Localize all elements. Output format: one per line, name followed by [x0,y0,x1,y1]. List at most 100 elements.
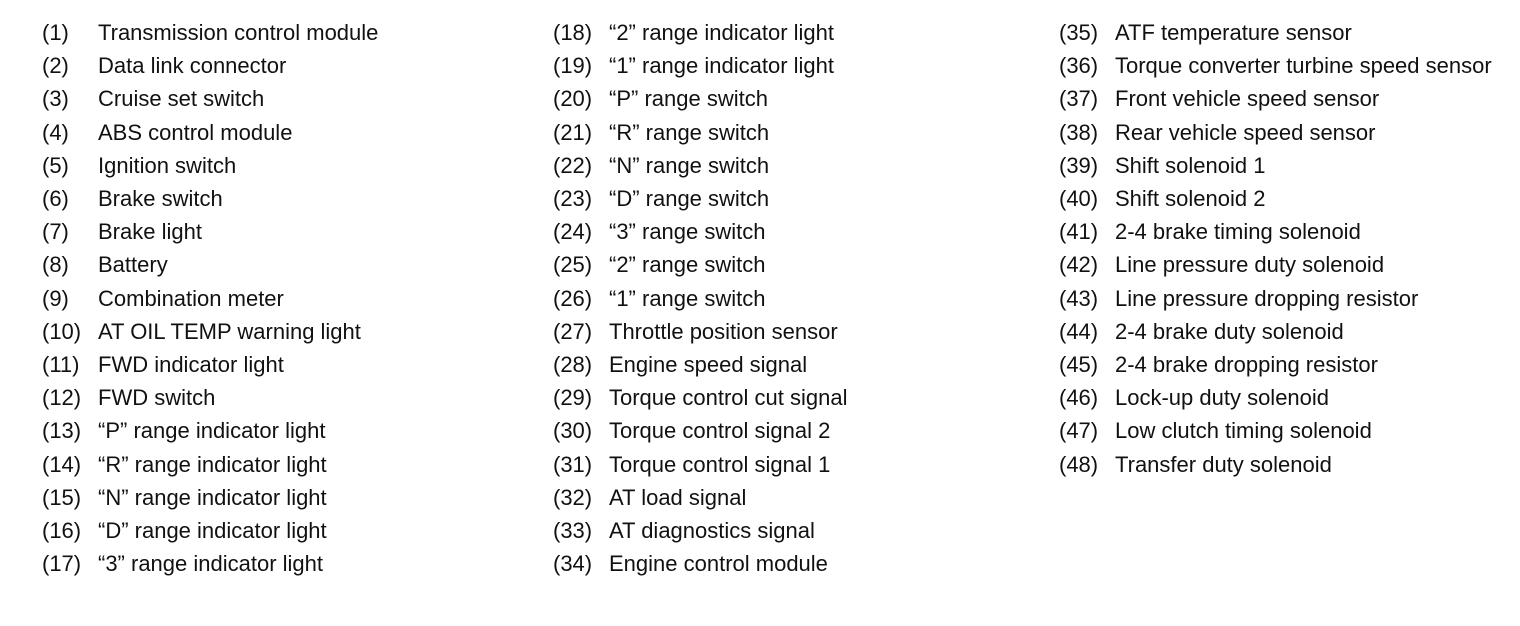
legend-item: (32) AT load signal [553,481,1053,514]
legend-item: (10)AT OIL TEMP warning light [42,315,542,348]
legend-item: (42) Line pressure duty solenoid [1059,248,1509,281]
legend-item: (35)ATF temperature sensor [1059,16,1509,49]
legend-item-number: (38) [1059,119,1099,145]
legend-item-number: (9) [42,285,69,311]
legend-item: (15)“N” range indicator light [42,481,542,514]
legend-item-label: Line pressure duty solenoid [1115,252,1385,278]
legend-item-label: Rear vehicle speed sensor [1115,119,1376,145]
legend-item-label: “2” range switch [609,252,766,278]
legend-item: (4) ABS control module [42,116,542,149]
legend-item: (8) Battery [42,248,542,281]
legend-item-label: Torque control signal 2 [609,418,831,444]
legend-item-label: Low clutch timing solenoid [1115,418,1372,444]
legend-item-number: (37) [1059,86,1099,112]
legend-item: (2)Data link connector [42,49,542,82]
legend-item-label: Battery [98,252,168,278]
legend-item: (17)“3” range indicator light [42,547,542,580]
legend-item-number: (36) [1059,53,1099,79]
legend-item: (37) Front vehicle speed sensor [1059,82,1509,115]
legend-item-label: 2-4 brake timing solenoid [1115,219,1361,245]
legend-item-number: (4) [42,119,69,145]
legend-item-label: AT OIL TEMP warning light [98,318,361,344]
legend-item-label: “N” range indicator light [98,484,327,510]
legend-item: (48)Transfer duty solenoid [1059,448,1509,481]
legend-item: (30) Torque control signal 2 [553,414,1053,447]
legend-item-number: (6) [42,186,69,212]
legend-item-label: FWD indicator light [98,352,284,378]
legend-item-label: ATF temperature sensor [1115,20,1352,45]
legend-item-label: “N” range switch [609,152,770,178]
legend-item: (12) FWD switch [42,381,542,414]
legend-item-number: (17) [42,551,82,577]
legend-item-label: Brake switch [98,186,223,212]
legend-item: (36)Torque converter turbine speed senso… [1059,49,1509,82]
legend-item: (44) 2-4 brake duty solenoid [1059,315,1509,348]
legend-item-number: (11) [42,352,80,378]
legend-item-number: (30) [553,418,593,444]
legend-item-number: (24) [553,219,593,245]
legend-item-number: (25) [553,252,593,278]
legend-item-label: ABS control module [98,119,293,145]
legend-item-number: (8) [42,252,69,278]
legend-item-number: (12) [42,385,82,411]
legend-item-number: (34) [553,551,593,577]
legend-item: (11) FWD indicator light [42,348,542,381]
legend-item: (26)“1” range switch [553,282,1053,315]
legend-item-number: (7) [42,219,69,245]
legend-item-label: AT load signal [609,484,747,510]
legend-item-label: AT diagnostics signal [609,518,815,544]
legend-item-label: “3” range switch [609,219,766,245]
legend-item-label: “1” range switch [609,285,766,311]
legend-item-label: “P” range switch [609,86,768,112]
legend-item-label: Lock-up duty solenoid [1115,385,1330,411]
legend-item-number: (3) [42,86,69,112]
legend-item-number: (40) [1059,186,1099,212]
legend-item-number: (32) [553,484,593,510]
legend-item-label: Front vehicle speed sensor [1115,86,1380,112]
legend-item-label: 2-4 brake dropping resistor [1115,352,1378,378]
legend-item-number: (45) [1059,352,1099,378]
legend-item-label: Engine speed signal [609,352,808,378]
legend-item-number: (23) [553,186,593,212]
legend-item-number: (18) [553,20,593,45]
legend-item: (39) Shift solenoid 1 [1059,149,1509,182]
legend-item-number: (33) [553,518,593,544]
legend-item-number: (43) [1059,285,1099,311]
legend-item-number: (21) [553,119,593,145]
legend-item: (19)“1” range indicator light [553,49,1053,82]
legend-item: (5)Ignition switch [42,149,542,182]
legend-item-number: (47) [1059,418,1099,444]
legend-item: (22) “N” range switch [553,149,1053,182]
component-legend: (1)Transmission control module(2)Data li… [0,16,1520,616]
legend-item: (13)“P” range indicator light [42,414,542,447]
legend-item-label: 2-4 brake duty solenoid [1115,318,1344,344]
legend-item-number: (31) [553,451,593,477]
legend-item-label: Line pressure dropping resistor [1115,285,1419,311]
legend-item-number: (39) [1059,152,1099,178]
legend-item: (41) 2-4 brake timing solenoid [1059,215,1509,248]
legend-item-label: “2” range indicator light [609,20,835,45]
legend-item-number: (41) [1059,219,1099,245]
legend-item-label: Shift solenoid 2 [1115,186,1266,212]
legend-item-label: FWD switch [98,385,216,411]
legend-item: (23)“D” range switch [553,182,1053,215]
legend-item-number: (44) [1059,318,1099,344]
legend-item-number: (28) [553,352,593,378]
legend-item-label: “R” range switch [609,119,770,145]
legend-item-label: “R” range indicator light [98,451,327,477]
legend-item: (31)Torque control signal 1 [553,448,1053,481]
legend-item-label: Shift solenoid 1 [1115,152,1266,178]
legend-item: (3) Cruise set switch [42,82,542,115]
legend-item: (38) Rear vehicle speed sensor [1059,116,1509,149]
legend-item-label: Ignition switch [98,152,237,178]
legend-item-number: (14) [42,451,82,477]
legend-item-number: (22) [553,152,593,178]
legend-item-label: Brake light [98,219,202,245]
legend-item: (24) “3” range switch [553,215,1053,248]
legend-item-label: Engine control module [609,551,828,577]
legend-item: (7) Brake light [42,215,542,248]
legend-item-label: Cruise set switch [98,86,265,112]
legend-item-number: (42) [1059,252,1099,278]
legend-item: (21) “R” range switch [553,116,1053,149]
legend-item-number: (27) [553,318,593,344]
